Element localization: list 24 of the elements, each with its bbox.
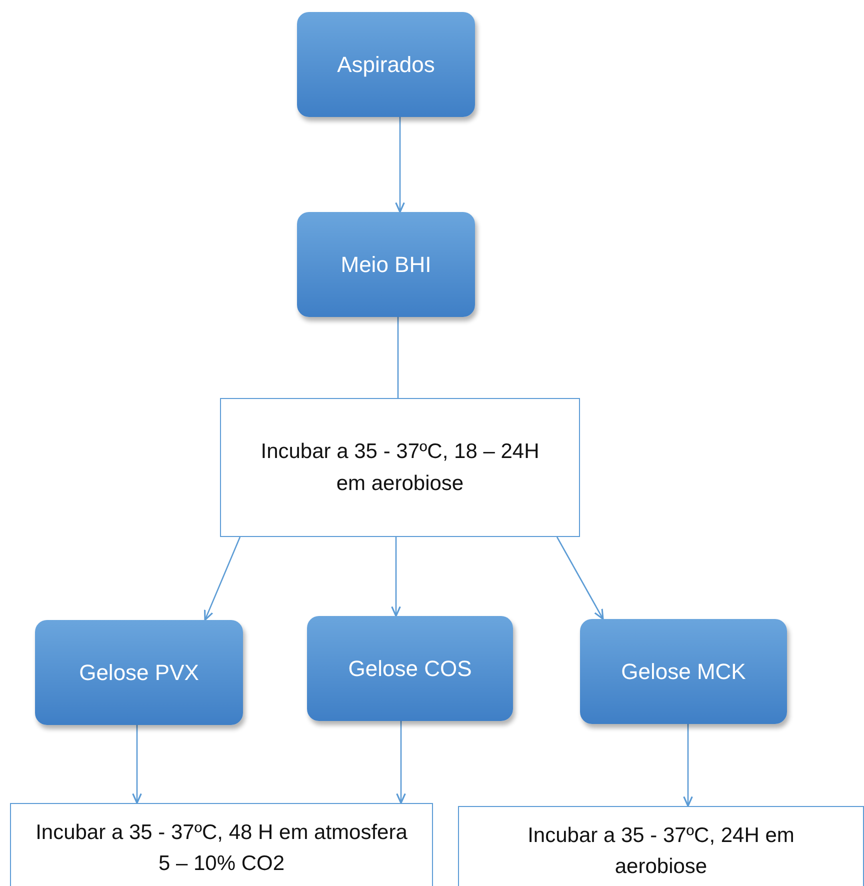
box-text: Incubar a 35 - 37ºC, 18 – 24H em aerobiose (260, 439, 540, 496)
arrow (204, 536, 241, 621)
step-box (10, 803, 433, 886)
box-text: Incubar a 35 - 37ºC, 48 H em atmosfera 5 – 10% CO2 (35, 820, 408, 877)
box-text: Gelose MCK (621, 658, 746, 684)
box-text: Gelose COS (348, 656, 472, 682)
box-text: Gelose PVX (79, 660, 199, 686)
box-text: Meio BHI (340, 252, 432, 278)
process-box (297, 12, 475, 117)
arrow (395, 117, 405, 213)
step-box (220, 398, 580, 537)
box-text: Aspirados (337, 52, 435, 78)
step-box (458, 806, 864, 886)
box-text: Incubar a 35 - 37ºC, 24H em aerobiose (526, 822, 796, 880)
process-box (580, 619, 787, 724)
connector-line (397, 317, 399, 398)
arrow (556, 536, 604, 620)
process-box (35, 620, 243, 725)
arrow (396, 721, 406, 804)
process-box (307, 616, 513, 721)
arrow (683, 724, 693, 807)
arrow (132, 725, 142, 804)
arrow (391, 537, 401, 617)
process-box (297, 212, 475, 317)
